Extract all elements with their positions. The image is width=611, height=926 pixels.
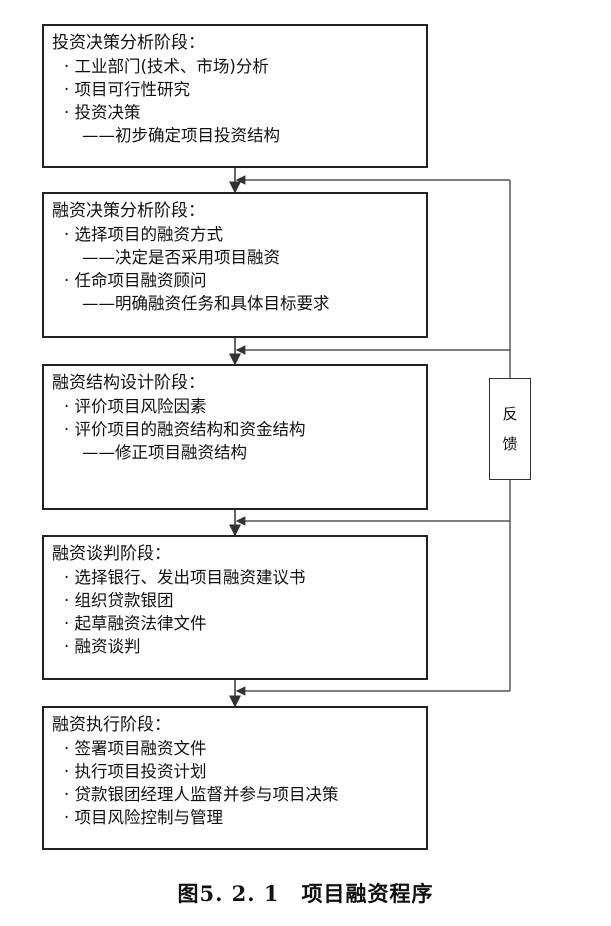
feedback-label-char: 反 (502, 405, 518, 423)
stage-item: · 执行项目投资计划 (64, 762, 207, 781)
stage-box-negotiation: 融资谈判阶段： · 选择银行、发出项目融资建议书 · 组织贷款银团 · 起草融资… (42, 535, 428, 680)
stage-item: · 投资决策 (64, 103, 141, 122)
feedback-box: 反 馈 (489, 378, 531, 480)
stage-item: · 签署项目融资文件 (64, 739, 207, 758)
stage-item: · 评价项目风险因素 (64, 397, 207, 416)
stage-title: 投资决策分析阶段： (52, 33, 205, 53)
stage-item: · 选择银行、发出项目融资建议书 (64, 568, 306, 587)
stage-title: 融资决策分析阶段： (52, 201, 205, 221)
stage-box-financing-decision: 融资决策分析阶段： · 选择项目的融资方式 ——决定是否采用项目融资 · 任命项… (42, 192, 428, 338)
stage-title: 融资谈判阶段： (52, 544, 171, 564)
stage-title: 融资结构设计阶段： (52, 373, 205, 393)
stage-item: · 融资谈判 (64, 637, 141, 656)
stage-item: · 贷款银团经理人监督并参与项目决策 (64, 785, 339, 804)
stage-item: · 项目可行性研究 (64, 80, 190, 99)
stage-item: · 组织贷款银团 (64, 591, 174, 610)
feedback-label-char: 馈 (502, 435, 518, 453)
stage-item: · 项目风险控制与管理 (64, 808, 223, 827)
stage-title: 融资执行阶段： (52, 715, 171, 735)
figure-caption: 图5. 2. 1 项目融资程序 (177, 881, 434, 906)
stage-item: · 起草融资法律文件 (64, 614, 207, 633)
stage-item: · 选择项目的融资方式 (64, 225, 223, 244)
stage-item: · 任命项目融资顾问 (64, 271, 207, 290)
stage-item: · 评价项目的融资结构和资金结构 (64, 420, 306, 439)
stage-box-structure-design: 融资结构设计阶段： · 评价项目风险因素 · 评价项目的融资结构和资金结构 ——… (42, 364, 428, 510)
stage-sub-item: ——明确融资任务和具体目标要求 (82, 294, 330, 313)
stage-sub-item: ——决定是否采用项目融资 (82, 248, 280, 267)
stage-box-execution: 融资执行阶段： · 签署项目融资文件 · 执行项目投资计划 · 贷款银团经理人监… (42, 706, 428, 850)
stage-sub-item: ——初步确定项目投资结构 (82, 126, 280, 145)
stage-box-investment-decision: 投资决策分析阶段： · 工业部门(技术、市场)分析 · 项目可行性研究 · 投资… (42, 24, 428, 168)
stage-item: · 工业部门(技术、市场)分析 (64, 57, 269, 76)
stage-sub-item: ——修正项目融资结构 (82, 443, 247, 462)
